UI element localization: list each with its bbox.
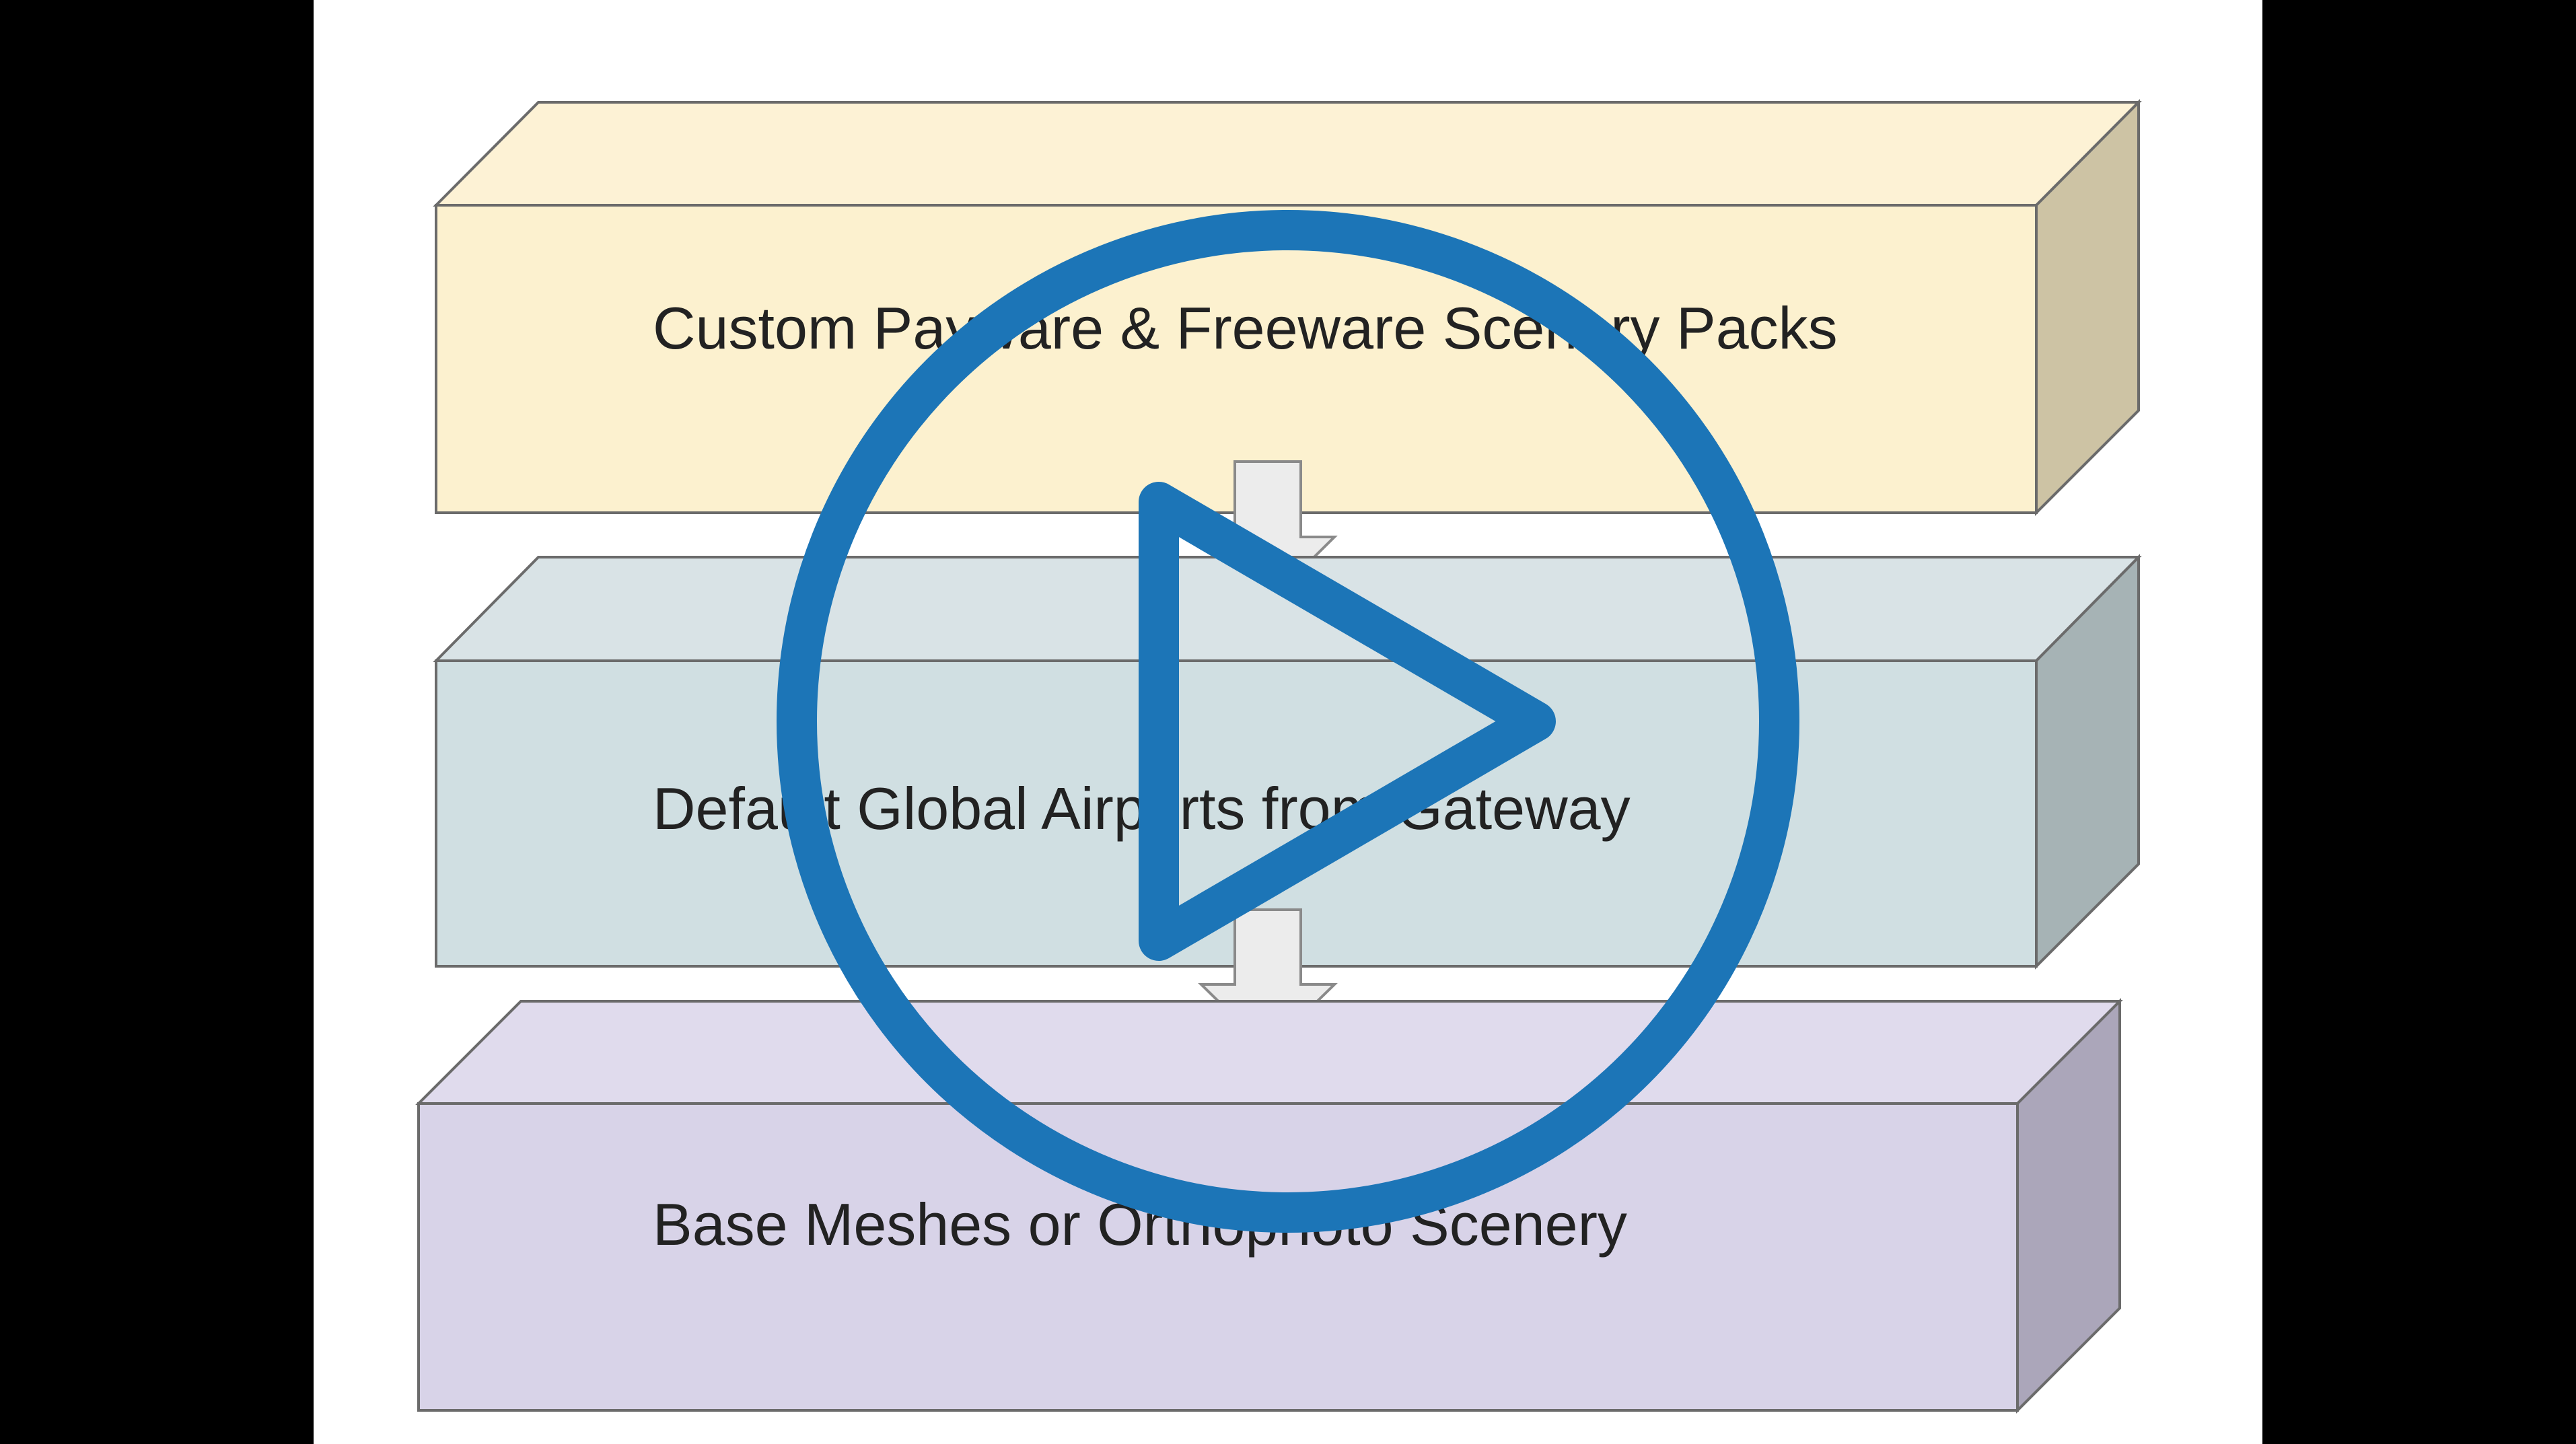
layer-box-default-airports: Default Global Airports from Gateway [433, 554, 2142, 970]
left-letterbox [0, 0, 314, 1444]
layer-box-front-face [417, 1102, 2019, 1412]
play-button-ring[interactable] [777, 210, 1799, 1233]
layer-label-custom-scenery: Custom Payware & Freeware Scenery Packs [653, 295, 1838, 361]
layer-box-top-face [433, 101, 2142, 207]
layer-box-custom-scenery: Custom Payware & Freeware Scenery Packs [433, 99, 2142, 516]
right-letterbox [2262, 0, 2576, 1444]
layer-box-top-face [415, 1000, 2123, 1105]
play-icon[interactable] [1139, 482, 1556, 961]
layer-box-base-meshes: Base Meshes or Orthophoto Scenery [415, 998, 2123, 1414]
play-button[interactable] [777, 210, 1799, 1233]
